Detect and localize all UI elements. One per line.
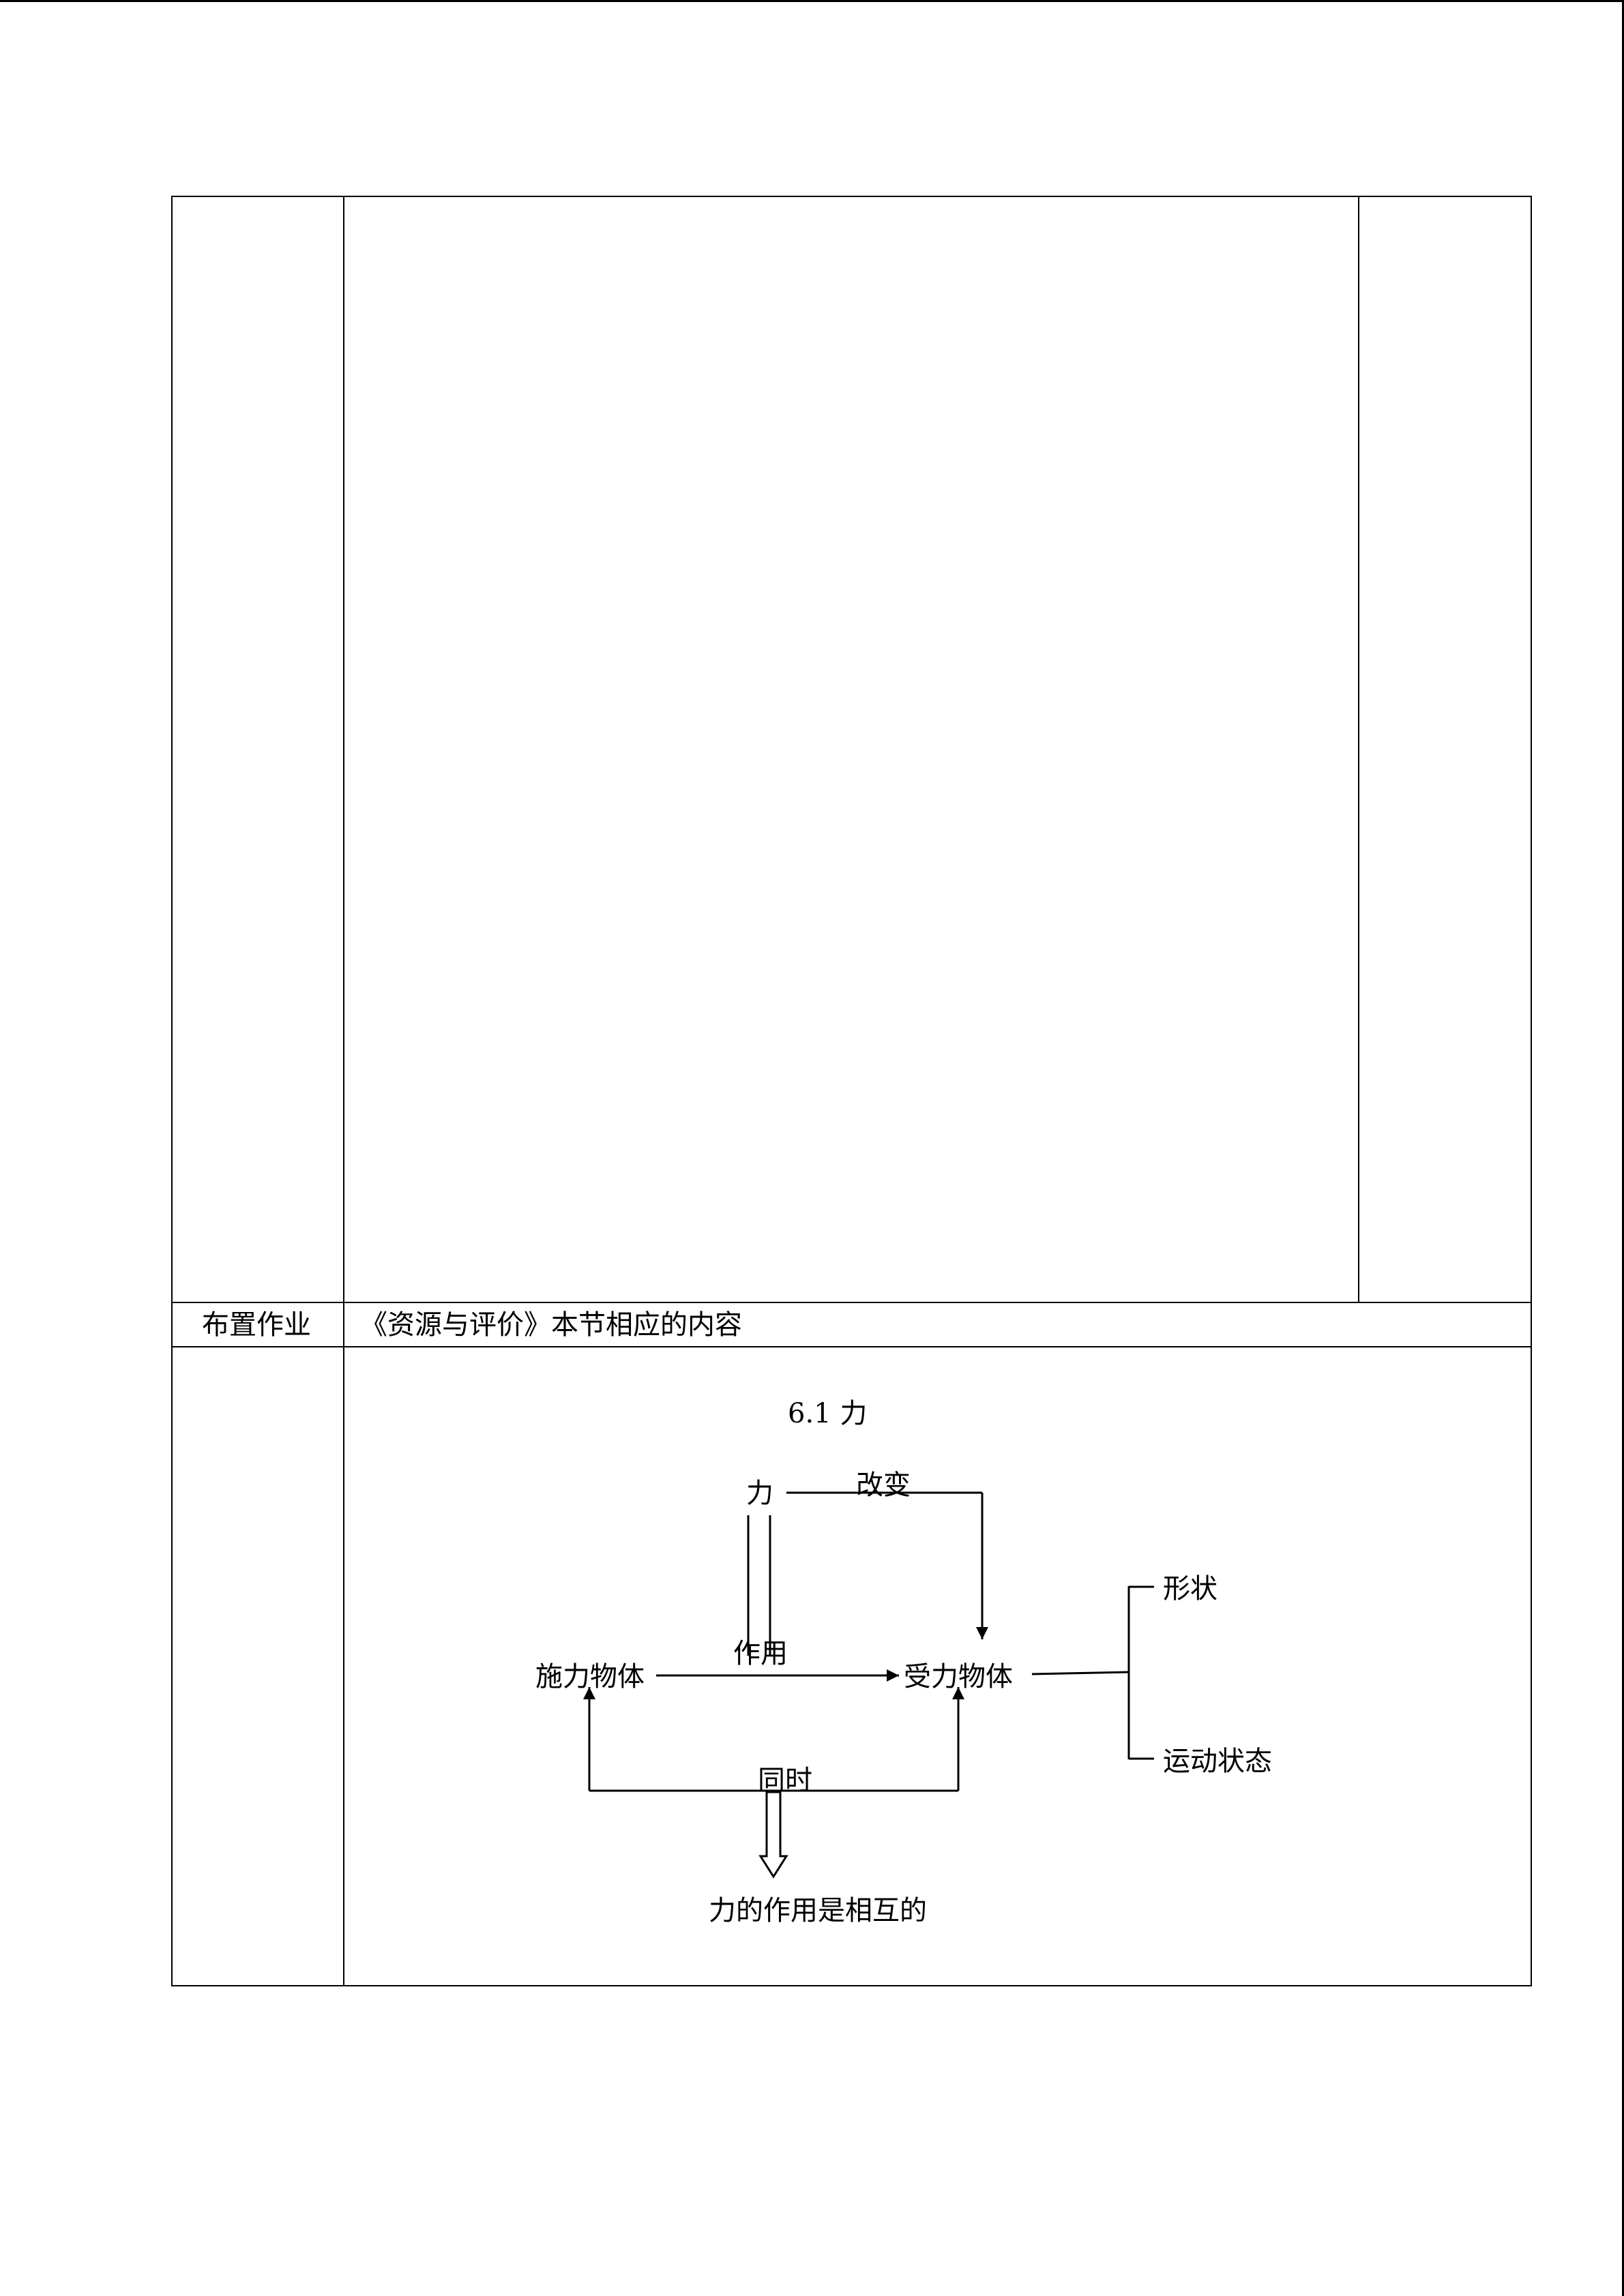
node-act: 作用 (733, 1638, 788, 1669)
node-exerting-body: 施力物体 (535, 1661, 645, 1693)
table-row-divider (171, 1302, 1532, 1303)
node-receiving-body: 受力物体 (904, 1661, 1013, 1693)
node-conclusion: 力的作用是相互的 (709, 1895, 927, 1926)
table-row-divider (171, 1346, 1532, 1347)
table-border-bottom (171, 1985, 1532, 1986)
effect-connector (1031, 1671, 1130, 1675)
board-title: 6.1 力 (788, 1398, 867, 1429)
conclusion-hollow-arrow (758, 1791, 788, 1879)
node-shape: 形状 (1163, 1573, 1217, 1605)
homework-label: 布置作业 (202, 1309, 311, 1341)
page-right-rule (1622, 0, 1624, 2296)
table-column-divider-notes (1358, 196, 1359, 1302)
node-change: 改变 (856, 1470, 911, 1501)
node-motion-state: 运动状态 (1163, 1746, 1272, 1777)
table-border-right (1531, 196, 1532, 1986)
page-top-rule (0, 0, 1624, 2)
table-border-top (171, 196, 1532, 197)
homework-content: 《资源与评价》本节相应的内容 (360, 1309, 742, 1341)
table-column-divider (343, 196, 344, 1986)
node-simultaneous: 同时 (758, 1765, 812, 1796)
table-border-left (171, 196, 173, 1986)
node-force: 力 (746, 1478, 773, 1509)
